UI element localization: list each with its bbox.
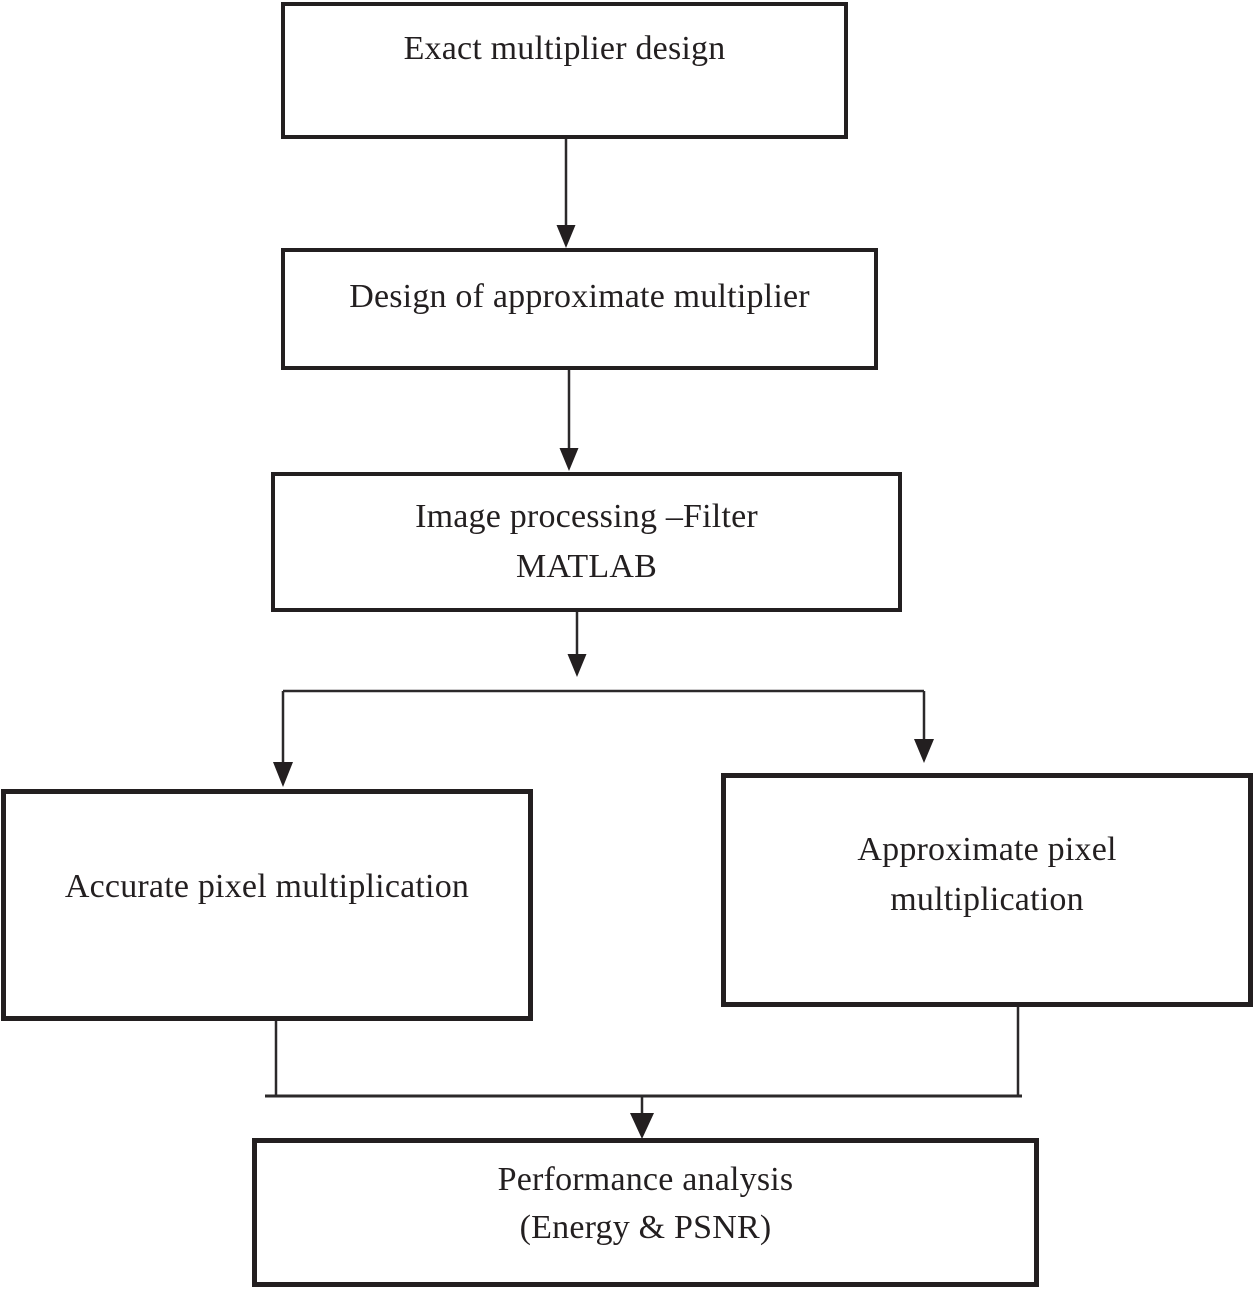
node-image-processing-filter-matlab: Image processing –Filter MATLAB xyxy=(271,472,902,612)
arrow-exact-to-design xyxy=(556,139,576,248)
arrow-branch-to-approx xyxy=(914,691,934,763)
node-accurate-pixel-multiplication: Accurate pixel multiplication xyxy=(1,789,533,1021)
node-label: Design of approximate multiplier xyxy=(349,278,810,315)
arrow-branch-to-accurate xyxy=(273,691,293,787)
node-label-line1: Performance analysis xyxy=(497,1160,794,1198)
node-approximate-pixel-multiplication: Approximate pixel multiplication xyxy=(721,773,1253,1007)
node-label-line2: multiplication xyxy=(890,881,1084,918)
node-label-line2: (Energy & PSNR) xyxy=(519,1208,772,1246)
node-label: Accurate pixel multiplication xyxy=(64,868,470,905)
node-label-line1: Image processing –Filter xyxy=(415,498,758,535)
node-label-line1: Approximate pixel xyxy=(857,831,1117,868)
node-label-line2: MATLAB xyxy=(516,548,657,585)
node-performance-analysis: Performance analysis (Energy & PSNR) xyxy=(252,1138,1039,1287)
node-label: Exact multiplier design xyxy=(403,30,726,67)
arrow-imageproc-to-branch xyxy=(567,612,587,677)
node-exact-multiplier-design: Exact multiplier design xyxy=(281,2,848,139)
node-design-of-approximate-multiplier: Design of approximate multiplier xyxy=(281,248,878,370)
arrow-merge-to-performance xyxy=(630,1096,654,1139)
arrow-design-to-imageproc xyxy=(559,370,579,471)
